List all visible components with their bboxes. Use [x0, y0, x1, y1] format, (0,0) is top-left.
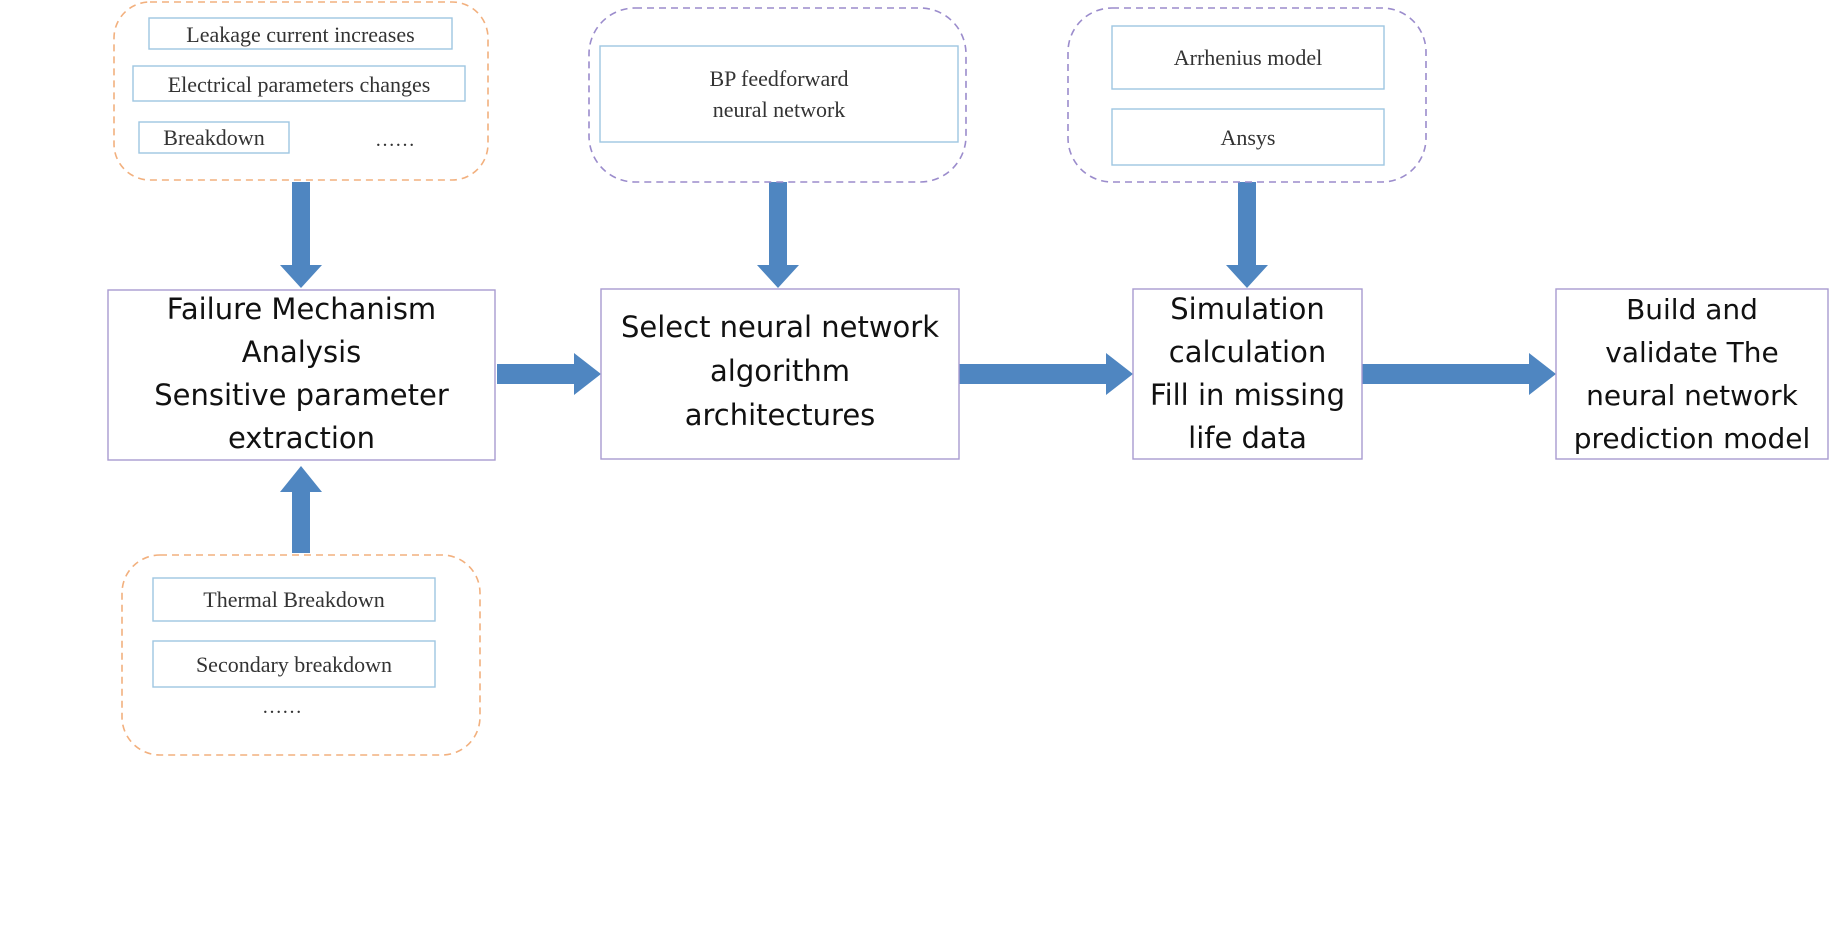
process-build-model: Build and validate The neural network pr…	[1555, 288, 1829, 460]
symptom-box-leakage	[148, 17, 453, 50]
bp-network-line-2: neural network	[713, 97, 846, 122]
arrows	[280, 182, 1556, 553]
bp-network-line-1: BP feedforward	[709, 66, 848, 91]
process-build-model-box	[1555, 288, 1829, 460]
group-bp-network-frame	[588, 7, 967, 183]
process-failure-line-4: extraction	[228, 421, 375, 455]
group-simulation-tools: Arrhenius model Ansys	[1067, 7, 1427, 183]
arrow-failure-to-select	[497, 353, 601, 395]
arrow-select-to-simulation	[959, 353, 1133, 395]
process-select-line-1: Select neural network	[621, 310, 939, 344]
symptom-label-breakdown: Breakdown	[163, 125, 264, 150]
process-build-line-1: Build and	[1626, 293, 1758, 326]
group-failure-symptoms-frame	[113, 1, 489, 181]
arrow-simulation-to-build	[1362, 353, 1556, 395]
process-simulation: Simulation calculation Fill in missing l…	[1132, 288, 1363, 460]
process-select-network-box	[600, 288, 960, 460]
process-select-line-2: algorithm	[710, 354, 850, 388]
process-simulation-line-4: life data	[1188, 421, 1307, 455]
process-build-line-4: prediction model	[1574, 422, 1811, 455]
process-select-line-3: architectures	[685, 398, 876, 432]
tool-label-ansys: Ansys	[1220, 125, 1275, 150]
process-build-line-2: validate The	[1605, 336, 1778, 369]
breakdown-box-thermal	[152, 577, 436, 622]
breakdown-box-secondary	[152, 640, 436, 688]
arrow-arrhenius-to-simulation	[1226, 182, 1268, 288]
arrow-bottomleft-to-failure	[280, 466, 322, 553]
breakdown-label-thermal: Thermal Breakdown	[203, 587, 384, 612]
group-breakdown-types: Thermal Breakdown Secondary breakdown ……	[121, 554, 481, 756]
process-build-line-3: neural network	[1586, 379, 1799, 412]
group-failure-symptoms: Leakage current increases Electrical par…	[113, 1, 489, 181]
process-failure-analysis-box	[107, 289, 496, 461]
process-failure-analysis: Failure Mechanism Analysis Sensitive par…	[107, 289, 496, 461]
process-failure-line-2: Analysis	[242, 335, 361, 369]
process-simulation-line-3: Fill in missing	[1150, 378, 1345, 412]
process-simulation-box	[1132, 288, 1363, 460]
tool-box-arrhenius	[1111, 25, 1385, 90]
bp-network-box	[599, 45, 959, 143]
symptom-label-leakage: Leakage current increases	[186, 22, 414, 47]
arrow-topleft-to-failure	[280, 182, 322, 288]
process-simulation-line-2: calculation	[1169, 335, 1326, 369]
symptom-ellipsis: ……	[375, 129, 415, 151]
group-bp-network: BP feedforward neural network	[588, 7, 967, 183]
process-failure-line-3: Sensitive parameter	[154, 378, 449, 412]
tool-label-arrhenius: Arrhenius model	[1174, 45, 1322, 70]
symptom-label-electrical: Electrical parameters changes	[168, 72, 431, 97]
group-simulation-tools-frame	[1067, 7, 1427, 183]
process-select-network: Select neural network algorithm architec…	[600, 288, 960, 460]
group-breakdown-types-frame	[121, 554, 481, 756]
process-failure-line-1: Failure Mechanism	[167, 292, 436, 326]
process-simulation-line-1: Simulation	[1170, 292, 1324, 326]
breakdown-label-secondary: Secondary breakdown	[196, 652, 392, 677]
arrow-bp-to-select	[757, 182, 799, 288]
breakdown-ellipsis: ……	[262, 696, 302, 718]
symptom-box-electrical	[132, 65, 466, 102]
tool-box-ansys	[1111, 108, 1385, 166]
symptom-box-breakdown	[138, 121, 290, 154]
